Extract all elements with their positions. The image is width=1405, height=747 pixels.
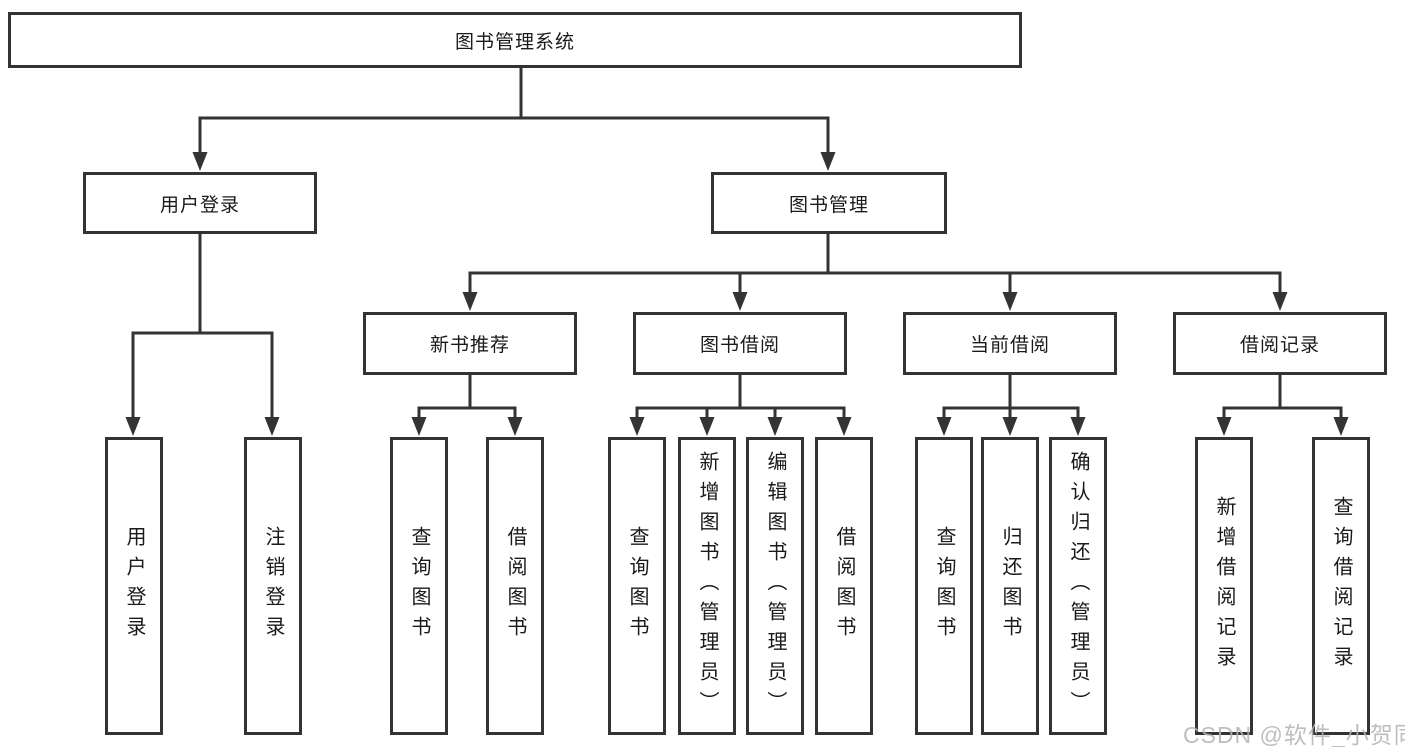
leaf-borrow-books-recommend: 借阅图书 xyxy=(486,437,544,735)
watermark: CSDN @软件_小贺同学 xyxy=(1183,722,1405,747)
leaf-query-borrow-record: 查询借阅记录 xyxy=(1312,437,1370,735)
leaf-confirm-return-admin: 确认归还（管理员） xyxy=(1049,437,1107,735)
node-user-login: 用户登录 xyxy=(83,172,317,234)
leaf-user-login: 用户登录 xyxy=(105,437,163,735)
leaf-borrow-books-borrowing: 借阅图书 xyxy=(815,437,873,735)
arrow-down-icon xyxy=(767,417,783,436)
arrow-down-icon xyxy=(192,152,208,171)
arrow-down-icon xyxy=(264,417,280,436)
leaf-add-books-admin: 新增图书（管理员） xyxy=(678,437,736,735)
node-library-management-system: 图书管理系统 xyxy=(8,12,1022,68)
arrow-down-icon xyxy=(699,417,715,436)
arrow-down-icon xyxy=(732,292,748,311)
arrow-down-icon xyxy=(507,417,523,436)
leaf-add-borrow-record: 新增借阅记录 xyxy=(1195,437,1253,735)
arrow-down-icon xyxy=(1272,292,1288,311)
arrow-down-icon xyxy=(411,417,427,436)
node-book-management: 图书管理 xyxy=(711,172,947,234)
arrow-down-icon xyxy=(1070,417,1086,436)
leaf-query-books-recommend: 查询图书 xyxy=(390,437,448,735)
arrow-down-icon xyxy=(1002,292,1018,311)
arrow-down-icon xyxy=(820,152,836,171)
node-current-borrowing: 当前借阅 xyxy=(903,312,1117,375)
arrow-down-icon xyxy=(1216,417,1232,436)
arrow-down-icon xyxy=(836,417,852,436)
arrow-down-icon xyxy=(462,292,478,311)
arrow-down-icon xyxy=(1002,417,1018,436)
leaf-edit-books-admin: 编辑图书（管理员） xyxy=(746,437,804,735)
arrow-down-icon xyxy=(629,417,645,436)
node-new-book-recommendation: 新书推荐 xyxy=(363,312,577,375)
node-borrowing-records: 借阅记录 xyxy=(1173,312,1387,375)
arrow-down-icon xyxy=(125,417,141,436)
leaf-query-books-current: 查询图书 xyxy=(915,437,973,735)
node-book-borrowing: 图书借阅 xyxy=(633,312,847,375)
leaf-logout: 注销登录 xyxy=(244,437,302,735)
leaf-query-books-borrowing: 查询图书 xyxy=(608,437,666,735)
arrow-down-icon xyxy=(1333,417,1349,436)
leaf-return-books: 归还图书 xyxy=(981,437,1039,735)
arrow-down-icon xyxy=(936,417,952,436)
